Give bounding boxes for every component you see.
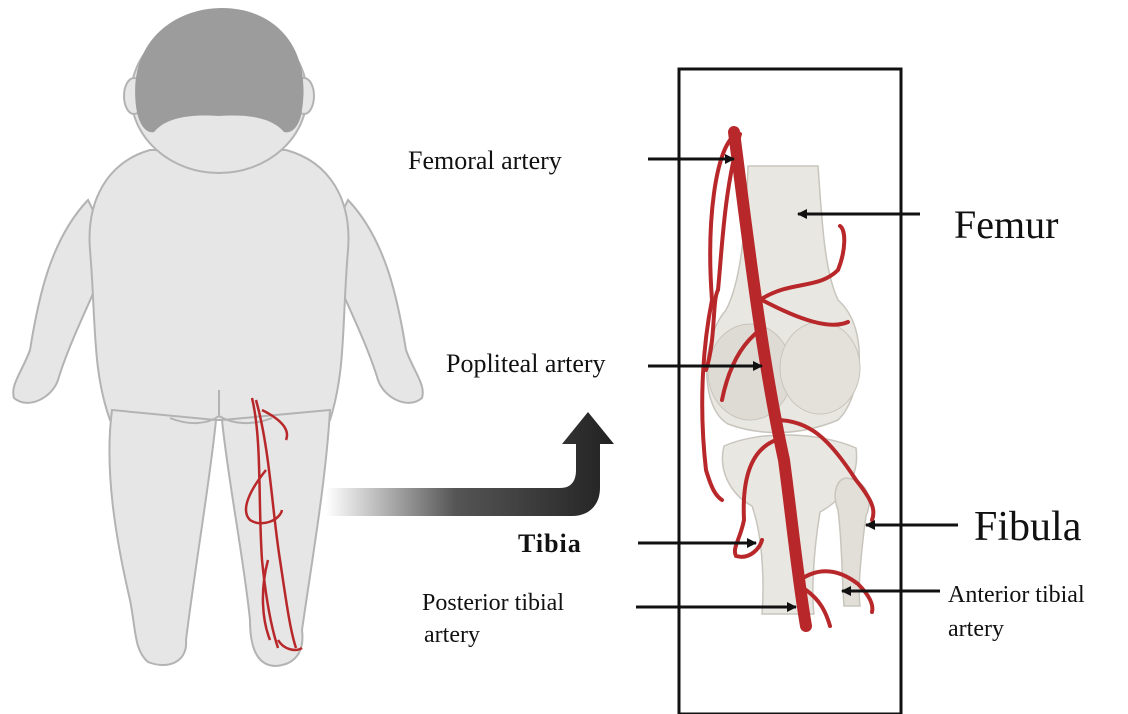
- child-figure: [13, 8, 423, 666]
- label-popliteal-artery: Popliteal artery: [446, 349, 606, 378]
- label-posterior-tibial-2: artery: [424, 622, 480, 648]
- label-anterior-tibial-2: artery: [948, 616, 1004, 642]
- big-arrow: [326, 412, 614, 516]
- hair: [135, 8, 303, 132]
- label-femoral-artery: Femoral artery: [408, 146, 562, 175]
- femur-condyle-right: [780, 322, 860, 414]
- left-leg: [109, 410, 216, 665]
- label-anterior-tibial-1: Anterior tibial: [948, 582, 1085, 608]
- label-posterior-tibial-1: Posterior tibial: [422, 590, 564, 616]
- label-tibia: Tibia: [518, 529, 582, 558]
- torso: [90, 150, 349, 420]
- label-fibula: Fibula: [974, 504, 1082, 550]
- label-femur: Femur: [954, 202, 1058, 247]
